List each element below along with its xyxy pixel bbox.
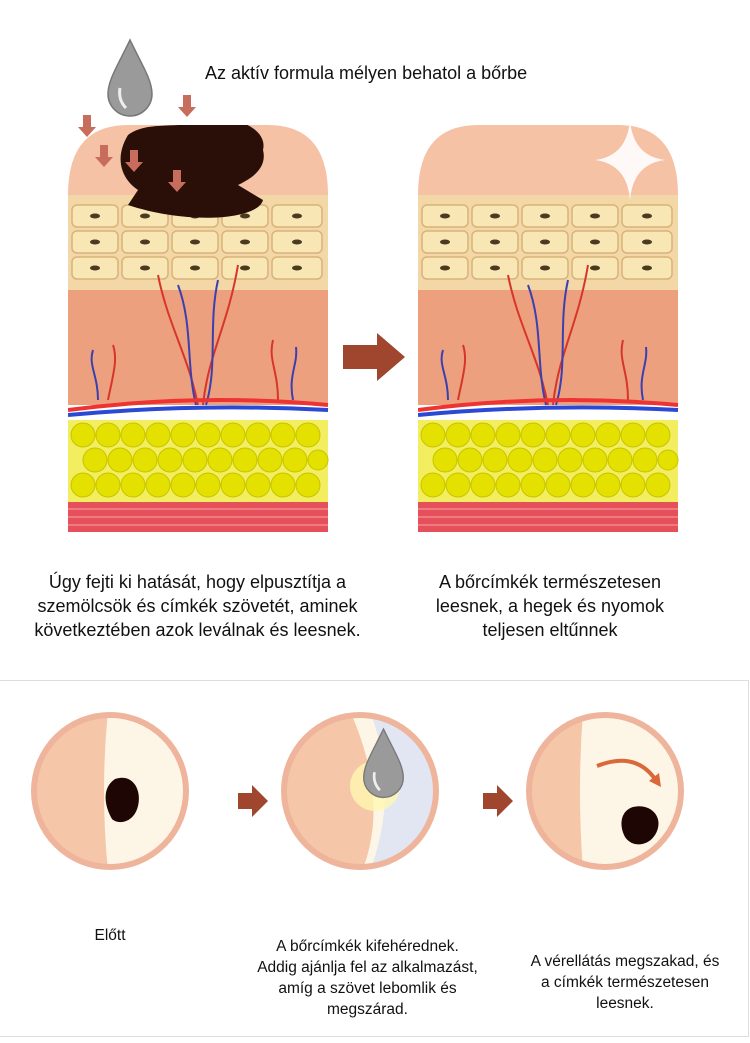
skin-tag <box>621 806 659 845</box>
step-arrow-icon <box>238 785 268 817</box>
step-whitening-circle <box>281 712 439 870</box>
skin-tag <box>120 125 264 218</box>
steps-panel: Előtt A bőrcímkék kifehérednek. Addig aj… <box>0 680 749 1037</box>
step-label-whitening: A bőrcímkék kifehérednek. Addig ajánlja … <box>257 938 478 1018</box>
sparkle-icon <box>595 120 665 200</box>
step-label-before: Előtt <box>94 927 126 944</box>
caption-left: Úgy fejti ki hatását, hogy elpusztítja a… <box>34 572 361 640</box>
step-arrow-icon <box>483 785 513 817</box>
skin-tag <box>105 777 139 823</box>
step-before-circle <box>31 712 189 870</box>
caption-right: A bőrcímkék természetesen leesnek, a heg… <box>435 572 665 640</box>
step-label-falloff: A vérellátás megszakad, és a címkék term… <box>530 953 720 1012</box>
heading: Az aktív formula mélyen behatol a bőrbe <box>205 63 528 83</box>
step-falloff-circle <box>526 712 684 870</box>
penetration-arrows <box>78 95 196 192</box>
skin-before-diagram <box>68 125 330 534</box>
transition-arrow-icon <box>343 333 405 381</box>
